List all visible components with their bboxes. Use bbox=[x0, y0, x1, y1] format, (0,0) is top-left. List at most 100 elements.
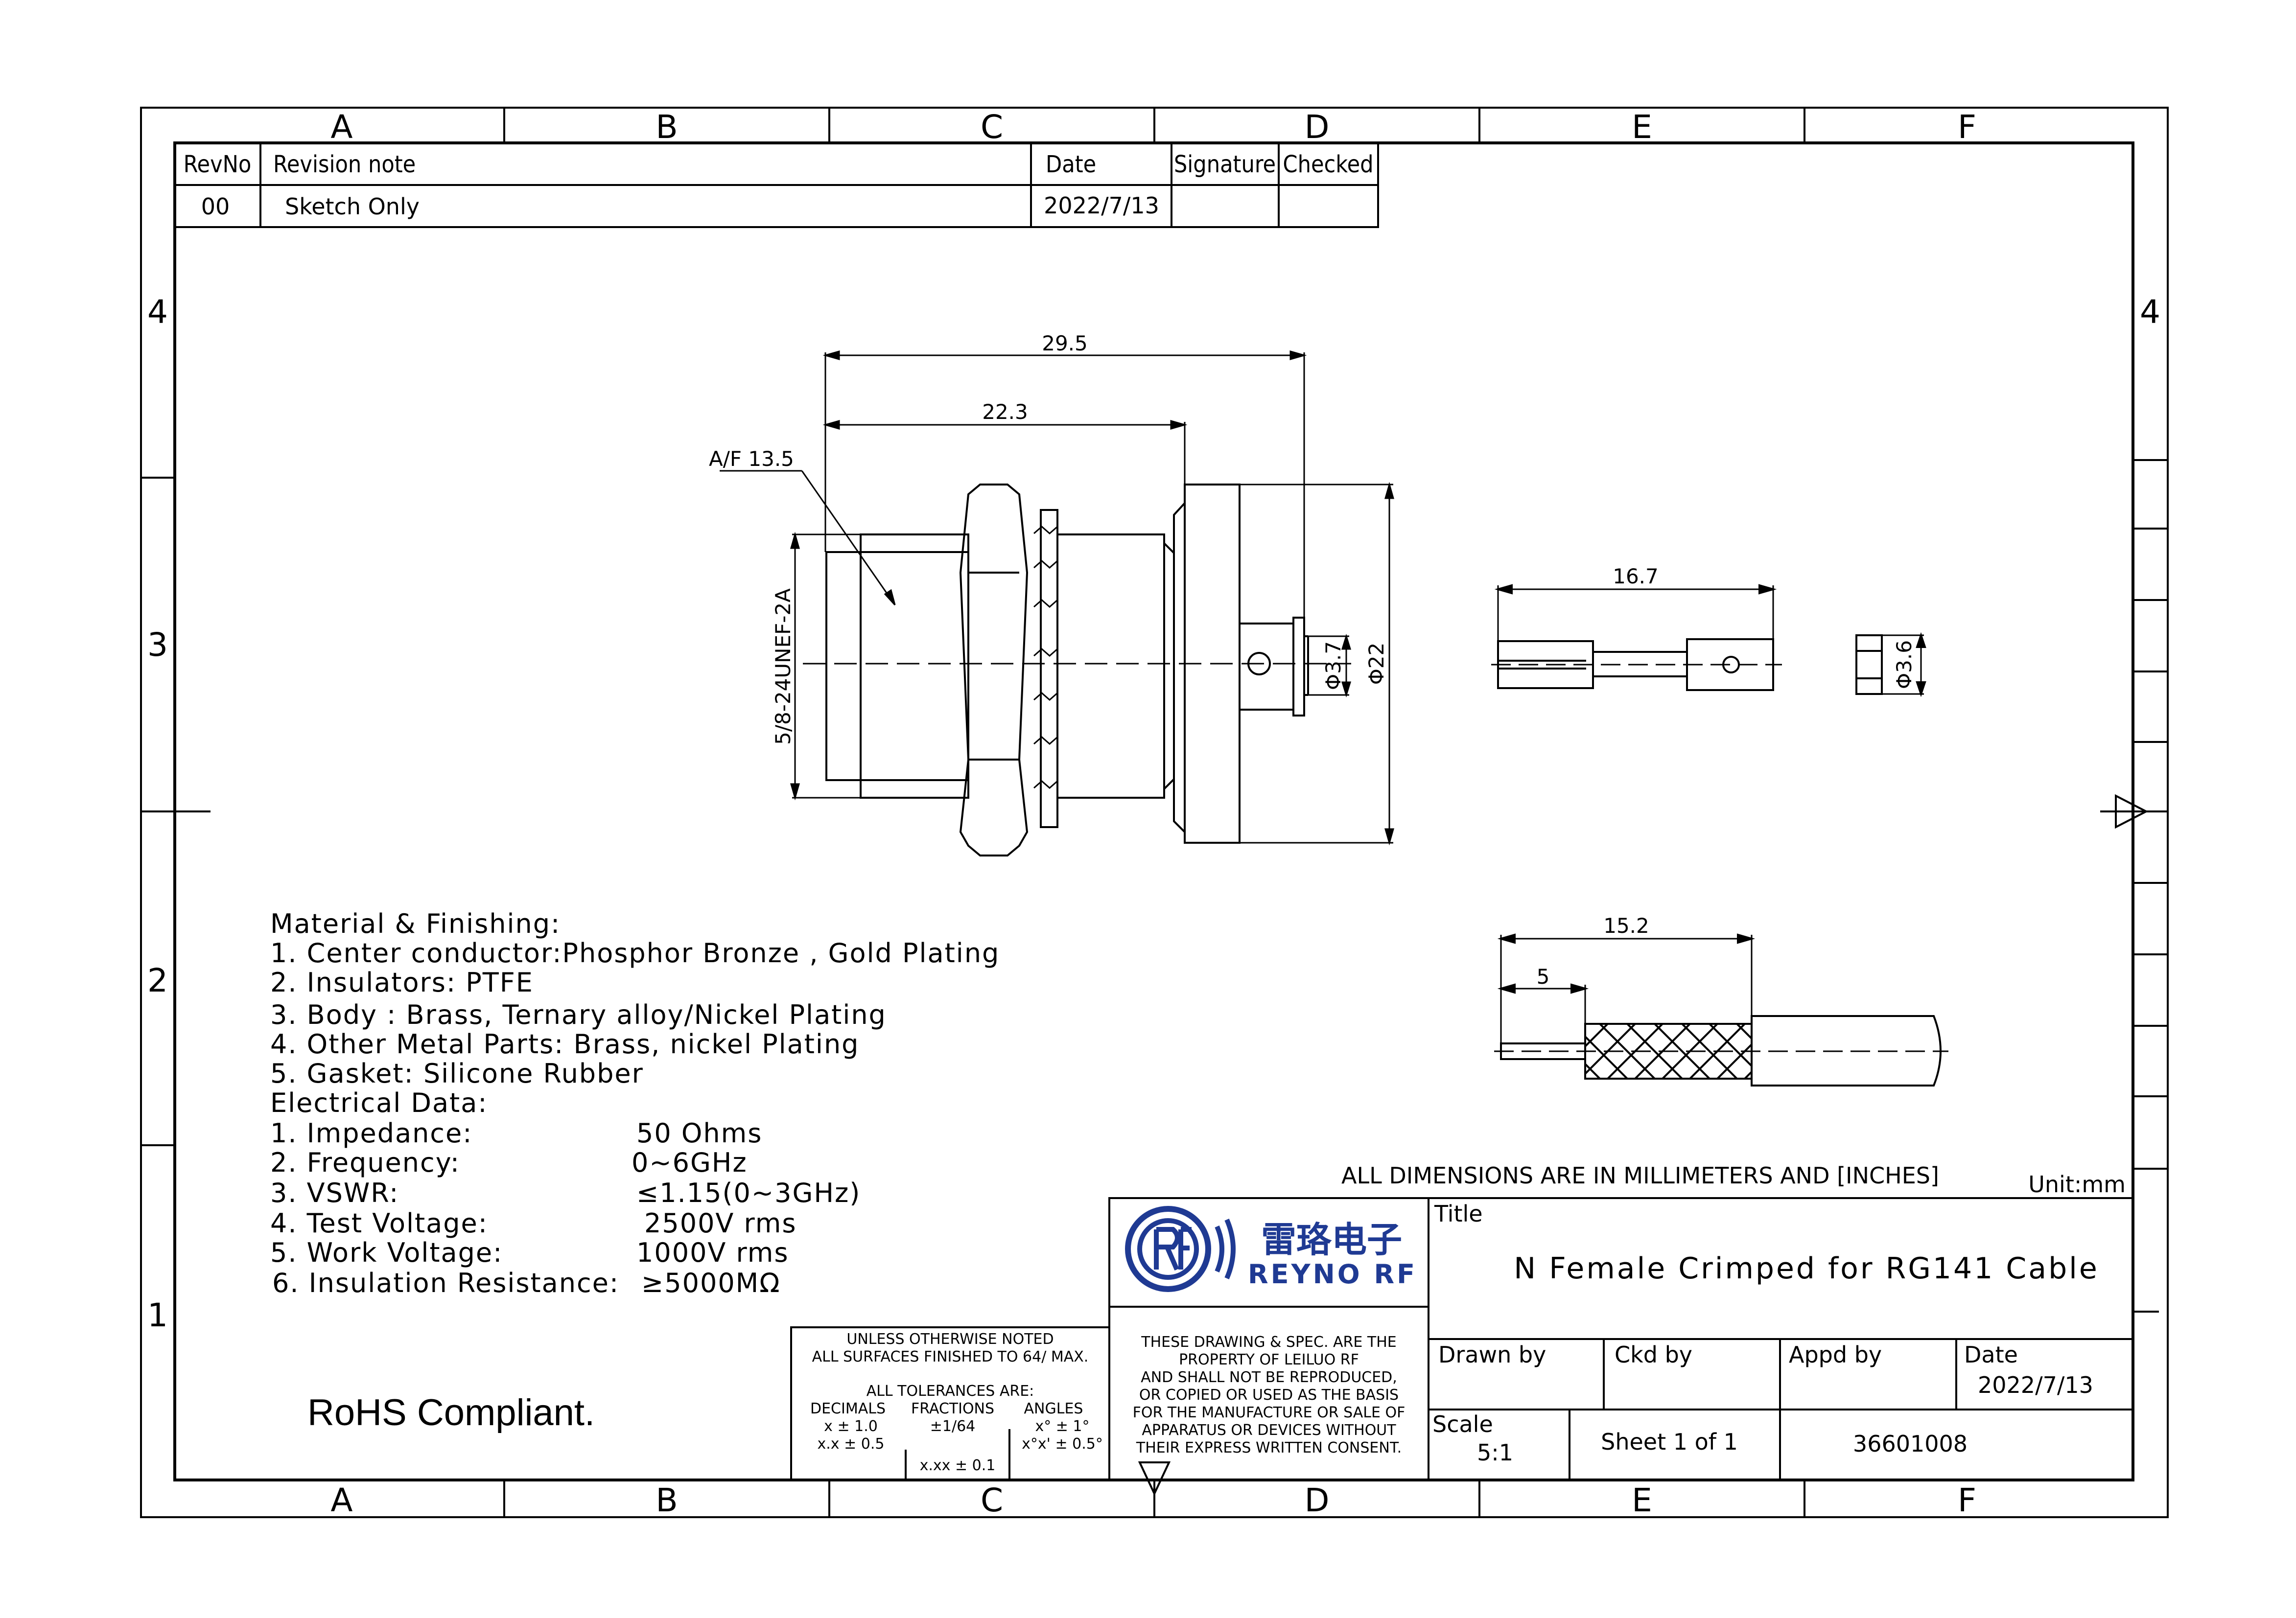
note-material-heading: Material & Finishing: bbox=[270, 908, 561, 939]
tolerance-line-1: UNLESS OTHERWISE NOTED bbox=[846, 1331, 1054, 1348]
dim-strip-length: 15.2 bbox=[1603, 914, 1649, 938]
center-contact-view bbox=[1491, 584, 1782, 691]
rev-header-note: Revision note bbox=[273, 151, 416, 178]
tolerance-line-3: ALL TOLERANCES ARE: bbox=[867, 1383, 1034, 1400]
dim-pin-diameter: Φ3.7 bbox=[1321, 641, 1345, 690]
zone-row-4-left: 4 bbox=[147, 293, 168, 331]
tolerance-fractions-header: FRACTIONS bbox=[911, 1400, 994, 1417]
property-line-5: FOR THE MANUFACTURE OR SALE OF bbox=[1133, 1404, 1406, 1421]
units-note: ALL DIMENSIONS ARE IN MILLIMETERS AND [I… bbox=[1341, 1162, 1939, 1189]
tolerance-decimal-1: x ± 1.0 bbox=[824, 1418, 878, 1435]
drawn-by-label: Drawn by bbox=[1438, 1341, 1546, 1368]
zone-col-e-bottom: E bbox=[1632, 1481, 1652, 1519]
zone-col-b-top: B bbox=[656, 108, 678, 146]
reyno-logo-icon bbox=[1125, 1206, 1236, 1292]
dim-thread: 5/8-24UNEF-2A bbox=[771, 588, 795, 745]
unit-label: Unit:mm bbox=[2028, 1171, 2126, 1198]
rohs-label: RoHS Compliant. bbox=[307, 1392, 595, 1433]
zone-col-c-bottom: C bbox=[981, 1481, 1003, 1519]
revision-table: RevNo Revision note Date Signature Check… bbox=[174, 142, 1379, 228]
tolerance-decimal-2: x.x ± 0.5 bbox=[818, 1435, 885, 1453]
cable-strip-view bbox=[1494, 933, 1948, 1086]
dim-contact-length: 16.7 bbox=[1613, 564, 1659, 588]
property-line-6: APPARATUS OR DEVICES WITHOUT bbox=[1142, 1422, 1396, 1439]
scale-value: 5:1 bbox=[1477, 1439, 1513, 1466]
ferrule-view bbox=[1855, 632, 1926, 697]
property-notice: THESE DRAWING & SPEC. ARE THE PROPERTY O… bbox=[1108, 1306, 1429, 1481]
zone-col-a-bottom: A bbox=[330, 1481, 352, 1519]
title-date: 2022/7/13 bbox=[1978, 1372, 2093, 1398]
elec-impedance-value: 50 Ohms bbox=[636, 1118, 762, 1149]
zone-col-b-bottom: B bbox=[656, 1481, 678, 1519]
property-line-2: PROPERTY OF LEILUO RF bbox=[1179, 1351, 1359, 1368]
property-line-1: THESE DRAWING & SPEC. ARE THE bbox=[1141, 1334, 1396, 1351]
zone-col-a-top: A bbox=[330, 108, 352, 146]
zone-dividers bbox=[141, 108, 2168, 1517]
rev-header-revno: RevNo bbox=[184, 151, 252, 178]
note-metal-parts: 4. Other Metal Parts: Brass, nickel Plat… bbox=[270, 1029, 859, 1060]
dim-overall-length: 29.5 bbox=[1042, 331, 1088, 355]
elec-vswr-label: 3. VSWR: bbox=[270, 1178, 399, 1208]
date-label: Date bbox=[1964, 1341, 2018, 1368]
tolerance-angle-1: x° ± 1° bbox=[1035, 1418, 1089, 1435]
dim-ferrule-diameter: Φ3.6 bbox=[1892, 640, 1916, 689]
ckd-by-label: Ckd by bbox=[1615, 1341, 1692, 1368]
elec-frequency-value: 0~6GHz bbox=[632, 1147, 748, 1178]
elec-insulation-value: ≥5000MΩ bbox=[641, 1268, 781, 1298]
elec-insulation-label: 6. Insulation Resistance: bbox=[272, 1268, 619, 1298]
elec-test-voltage-label: 4. Test Voltage: bbox=[270, 1208, 488, 1239]
note-insulators: 2. Insulators: PTFE bbox=[270, 967, 534, 998]
logo-english: REYNO RF bbox=[1248, 1259, 1417, 1290]
zone-row-1-left: 1 bbox=[147, 1296, 168, 1334]
company-logo: 雷珞电子 REYNO RF bbox=[1108, 1197, 1429, 1308]
rev-row-note: Sketch Only bbox=[285, 193, 420, 220]
property-line-7: THEIR EXPRESS WRITTEN CONSENT. bbox=[1136, 1439, 1402, 1456]
zone-col-f-top: F bbox=[1958, 108, 1976, 146]
title-label: Title bbox=[1434, 1201, 1483, 1227]
tolerance-angles-header: ANGLES bbox=[1024, 1400, 1083, 1417]
tolerance-block: UNLESS OTHERWISE NOTED ALL SURFACES FINI… bbox=[790, 1326, 1110, 1481]
tolerance-fraction-2: x.xx ± 0.1 bbox=[920, 1457, 996, 1474]
note-body: 3. Body : Brass, Ternary alloy/Nickel Pl… bbox=[270, 999, 887, 1030]
tolerance-angle-2: x°x' ± 0.5° bbox=[1022, 1435, 1103, 1453]
elec-vswr-value: ≤1.15(0~3GHz) bbox=[636, 1178, 861, 1208]
property-line-3: AND SHALL NOT BE REPRODUCED, bbox=[1141, 1369, 1397, 1386]
dim-across-flats: A/F 13.5 bbox=[709, 447, 794, 471]
tolerance-decimals-header: DECIMALS bbox=[810, 1400, 886, 1417]
connector-main-view bbox=[803, 484, 1351, 856]
elec-work-voltage-label: 5. Work Voltage: bbox=[270, 1237, 503, 1268]
notes-block: Material & Finishing: 1. Center conducto… bbox=[270, 908, 1000, 1433]
drawing-title: N Female Crimped for RG141 Cable bbox=[1514, 1251, 2099, 1286]
rev-row-date: 2022/7/13 bbox=[1044, 192, 1159, 219]
rev-header-checked: Checked bbox=[1283, 151, 1373, 178]
property-line-4: OR COPIED OR USED AS THE BASIS bbox=[1139, 1387, 1399, 1404]
elec-test-voltage-value: 2500V rms bbox=[644, 1208, 797, 1239]
zone-row-2-left: 2 bbox=[147, 962, 168, 999]
zone-col-d-bottom: D bbox=[1305, 1481, 1330, 1519]
dim-center-strip: 5 bbox=[1537, 965, 1550, 989]
main-dimensions bbox=[720, 350, 1394, 846]
zone-row-3-left: 3 bbox=[147, 626, 168, 664]
zone-labels: A B C D E F A B C D E F 4 3 2 1 4 bbox=[147, 108, 2160, 1519]
rev-header-signature: Signature bbox=[1174, 151, 1276, 178]
zone-col-f-bottom: F bbox=[1958, 1481, 1976, 1519]
tolerance-line-2: ALL SURFACES FINISHED TO 64/ MAX. bbox=[812, 1348, 1089, 1365]
scale-label: Scale bbox=[1432, 1411, 1493, 1437]
zone-row-4-right: 4 bbox=[2140, 293, 2160, 331]
elec-frequency-label: 2. Frequency: bbox=[270, 1147, 460, 1178]
rev-header-date: Date bbox=[1046, 151, 1096, 178]
rev-row-revno: 00 bbox=[201, 193, 230, 220]
logo-chinese: 雷珞电子 bbox=[1261, 1219, 1402, 1260]
zone-col-e-top: E bbox=[1632, 108, 1652, 146]
elec-impedance-label: 1. Impedance: bbox=[270, 1118, 472, 1149]
dim-flange-diameter: Φ22 bbox=[1364, 643, 1388, 685]
sheet-number: Sheet 1 of 1 bbox=[1601, 1429, 1738, 1455]
zone-col-c-top: C bbox=[981, 108, 1003, 146]
note-electrical-heading: Electrical Data: bbox=[270, 1087, 488, 1118]
elec-work-voltage-value: 1000V rms bbox=[636, 1237, 789, 1268]
dim-body-length: 22.3 bbox=[982, 400, 1028, 424]
note-center-conductor: 1. Center conductor:Phosphor Bronze , Go… bbox=[270, 938, 1000, 969]
appd-by-label: Appd by bbox=[1789, 1341, 1882, 1368]
title-block: Title N Female Crimped for RG141 Cable D… bbox=[1428, 1197, 2134, 1481]
